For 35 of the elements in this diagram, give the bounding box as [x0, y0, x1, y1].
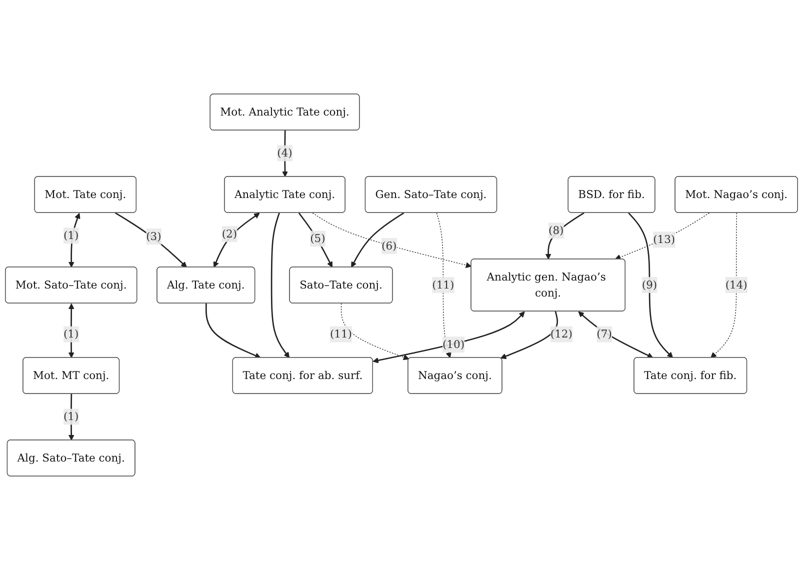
arrow	[545, 212, 584, 260]
arrow	[270, 212, 290, 358]
edge-label: (1)	[63, 229, 79, 242]
arrow	[710, 212, 737, 358]
edge-label: (4)	[277, 146, 292, 160]
edge-label: (12)	[550, 328, 572, 340]
edge-label: (5)	[310, 232, 326, 245]
edge-label: (1)	[63, 410, 79, 423]
edge-label: (8)	[548, 224, 564, 237]
edge-label: (13)	[653, 232, 676, 246]
arrow	[578, 311, 654, 358]
edge-label: (6)	[382, 239, 397, 252]
edge-label: (2)	[222, 227, 238, 240]
arrow	[282, 130, 288, 177]
arrow	[628, 212, 674, 358]
edge-label: (14)	[725, 278, 748, 292]
edge-label: (1)	[63, 328, 79, 340]
edge-label: (7)	[596, 328, 612, 340]
edge-label: (11)	[432, 278, 454, 292]
arrow	[372, 311, 525, 364]
arrow	[68, 212, 80, 268]
edge-label: (3)	[146, 230, 162, 243]
arrow	[436, 212, 452, 358]
arrow	[213, 212, 260, 268]
arrow	[614, 212, 710, 260]
arrow	[205, 303, 261, 358]
arrow	[500, 311, 558, 360]
edge-label: (11)	[330, 328, 352, 340]
arrow	[114, 212, 187, 268]
arrow	[298, 212, 332, 268]
arrow	[312, 212, 472, 268]
arrow	[340, 303, 410, 360]
edge-label: (10)	[442, 338, 464, 351]
arrow	[351, 212, 404, 268]
edge-label: (9)	[642, 278, 658, 292]
